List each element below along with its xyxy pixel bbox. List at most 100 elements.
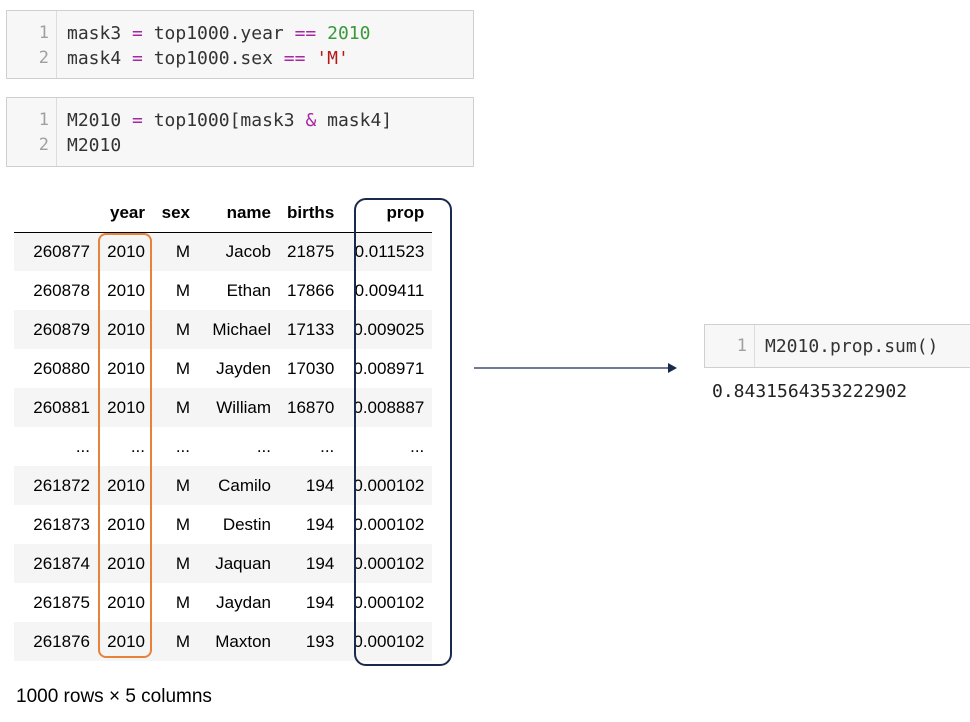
code-line[interactable]: M2010.prop.sum() bbox=[765, 334, 938, 359]
sex-cell: M bbox=[175, 631, 190, 651]
code-token: = bbox=[132, 23, 143, 44]
code-token: M2010.prop.sum() bbox=[765, 336, 939, 357]
code-cell-1[interactable]: 1 2 mask3 = top1000.year == 2010 mask4 =… bbox=[6, 10, 474, 79]
line-number: 1 bbox=[38, 23, 49, 43]
sex-cell: ... bbox=[175, 436, 190, 456]
row-index: 261872 bbox=[33, 475, 90, 495]
code-token: top1000.year bbox=[142, 23, 295, 44]
sex-cell: M bbox=[175, 514, 190, 534]
prop-cell: 0.009411 bbox=[354, 280, 425, 300]
prop-cell: 0.000102 bbox=[353, 631, 425, 651]
prop-cell: 0.000102 bbox=[353, 514, 425, 534]
code-token: & bbox=[305, 110, 317, 131]
row-index: 260877 bbox=[33, 241, 90, 261]
name-cell: Maxton bbox=[215, 631, 271, 651]
dataframe-shape-caption: 1000 rows × 5 columns bbox=[16, 686, 212, 707]
name-cell: Jaydan bbox=[216, 592, 271, 612]
row-index: 260879 bbox=[33, 319, 90, 339]
right-arrow-icon bbox=[474, 363, 677, 373]
line-number-gutter: 1 2 bbox=[7, 98, 57, 166]
births-cell: 17133 bbox=[287, 319, 335, 339]
table-row: 261872 2010 M Camilo 194 0.000102 bbox=[14, 466, 433, 505]
year-cell: 2010 bbox=[107, 241, 145, 261]
births-cell: 16870 bbox=[287, 397, 335, 417]
births-cell: 17030 bbox=[287, 358, 335, 378]
name-cell: ... bbox=[256, 436, 271, 456]
table-header-row: year sex name births prop bbox=[14, 195, 433, 233]
code-cell-3[interactable]: 1 M2010.prop.sum() bbox=[704, 324, 970, 368]
row-index: 260880 bbox=[33, 358, 90, 378]
code-token: 'M' bbox=[316, 48, 349, 69]
year-cell: 2010 bbox=[107, 397, 145, 417]
sex-cell: M bbox=[175, 358, 190, 378]
code-line[interactable]: mask3 = top1000.year == 2010 bbox=[67, 21, 370, 46]
code-token bbox=[316, 23, 327, 44]
table-row: .................. bbox=[14, 427, 433, 466]
prop-column-highlight bbox=[354, 198, 452, 666]
line-number-gutter: 1 bbox=[705, 325, 755, 367]
column-header-name: name bbox=[198, 195, 279, 233]
year-cell: 2010 bbox=[107, 358, 145, 378]
row-index: 261875 bbox=[33, 592, 90, 612]
code-token bbox=[305, 48, 316, 69]
column-header-year: year bbox=[98, 195, 153, 233]
row-index: ... bbox=[75, 436, 90, 456]
column-header-sex: sex bbox=[153, 195, 198, 233]
year-cell: 2010 bbox=[107, 319, 145, 339]
line-number: 2 bbox=[38, 48, 49, 68]
code-token: top1000[mask3 bbox=[142, 110, 306, 131]
year-column-highlight bbox=[98, 233, 152, 658]
sex-cell: M bbox=[175, 553, 190, 573]
births-cell: 194 bbox=[305, 514, 335, 534]
sex-cell: M bbox=[175, 475, 190, 495]
births-cell: 194 bbox=[305, 553, 335, 573]
code-token: 2010 bbox=[327, 23, 371, 44]
name-cell: Jaquan bbox=[215, 553, 271, 573]
line-number-gutter: 1 2 bbox=[7, 11, 57, 78]
births-cell: 17866 bbox=[287, 280, 335, 300]
sum-result-output: 0.8431564353222902 bbox=[712, 381, 908, 402]
table-row: 261875 2010 M Jaydan 194 0.000102 bbox=[14, 583, 433, 622]
code-line[interactable]: M2010 bbox=[67, 133, 121, 158]
line-number: 1 bbox=[38, 110, 49, 130]
column-header-births: births bbox=[279, 195, 343, 233]
sex-cell: M bbox=[175, 241, 190, 261]
births-cell: 194 bbox=[305, 592, 335, 612]
name-cell: Camilo bbox=[218, 475, 271, 495]
year-cell: 2010 bbox=[107, 475, 145, 495]
name-cell: Ethan bbox=[226, 280, 271, 300]
year-cell: 2010 bbox=[107, 514, 145, 534]
index-header bbox=[14, 195, 98, 233]
prop-cell: 0.009025 bbox=[353, 319, 425, 339]
sex-cell: M bbox=[175, 592, 190, 612]
year-cell: 2010 bbox=[107, 592, 145, 612]
name-cell: Destin bbox=[222, 514, 271, 534]
code-token: top1000.sex bbox=[142, 48, 284, 69]
code-token: M2010 bbox=[67, 135, 122, 156]
code-line[interactable]: M2010 = top1000[mask3 & mask4] bbox=[67, 108, 392, 133]
prop-cell: 0.000102 bbox=[353, 592, 425, 612]
prop-cell: 0.008887 bbox=[353, 397, 425, 417]
code-line[interactable]: mask4 = top1000.sex == 'M' bbox=[67, 46, 349, 71]
prop-cell: 0.000102 bbox=[353, 553, 425, 573]
name-cell: Michael bbox=[212, 319, 271, 339]
code-token: M2010 bbox=[67, 110, 133, 131]
code-token: mask4] bbox=[316, 110, 393, 131]
code-token: == bbox=[283, 48, 306, 69]
prop-cell: 0.000102 bbox=[353, 475, 425, 495]
prop-cell: 0.008971 bbox=[353, 358, 425, 378]
code-cell-2[interactable]: 1 2 M2010 = top1000[mask3 & mask4] M2010 bbox=[6, 97, 474, 167]
row-index: 261876 bbox=[33, 631, 90, 651]
code-token: mask3 bbox=[67, 23, 133, 44]
births-cell: 194 bbox=[305, 475, 335, 495]
code-token: = bbox=[132, 48, 143, 69]
code-token: == bbox=[294, 23, 317, 44]
name-cell: William bbox=[216, 397, 271, 417]
